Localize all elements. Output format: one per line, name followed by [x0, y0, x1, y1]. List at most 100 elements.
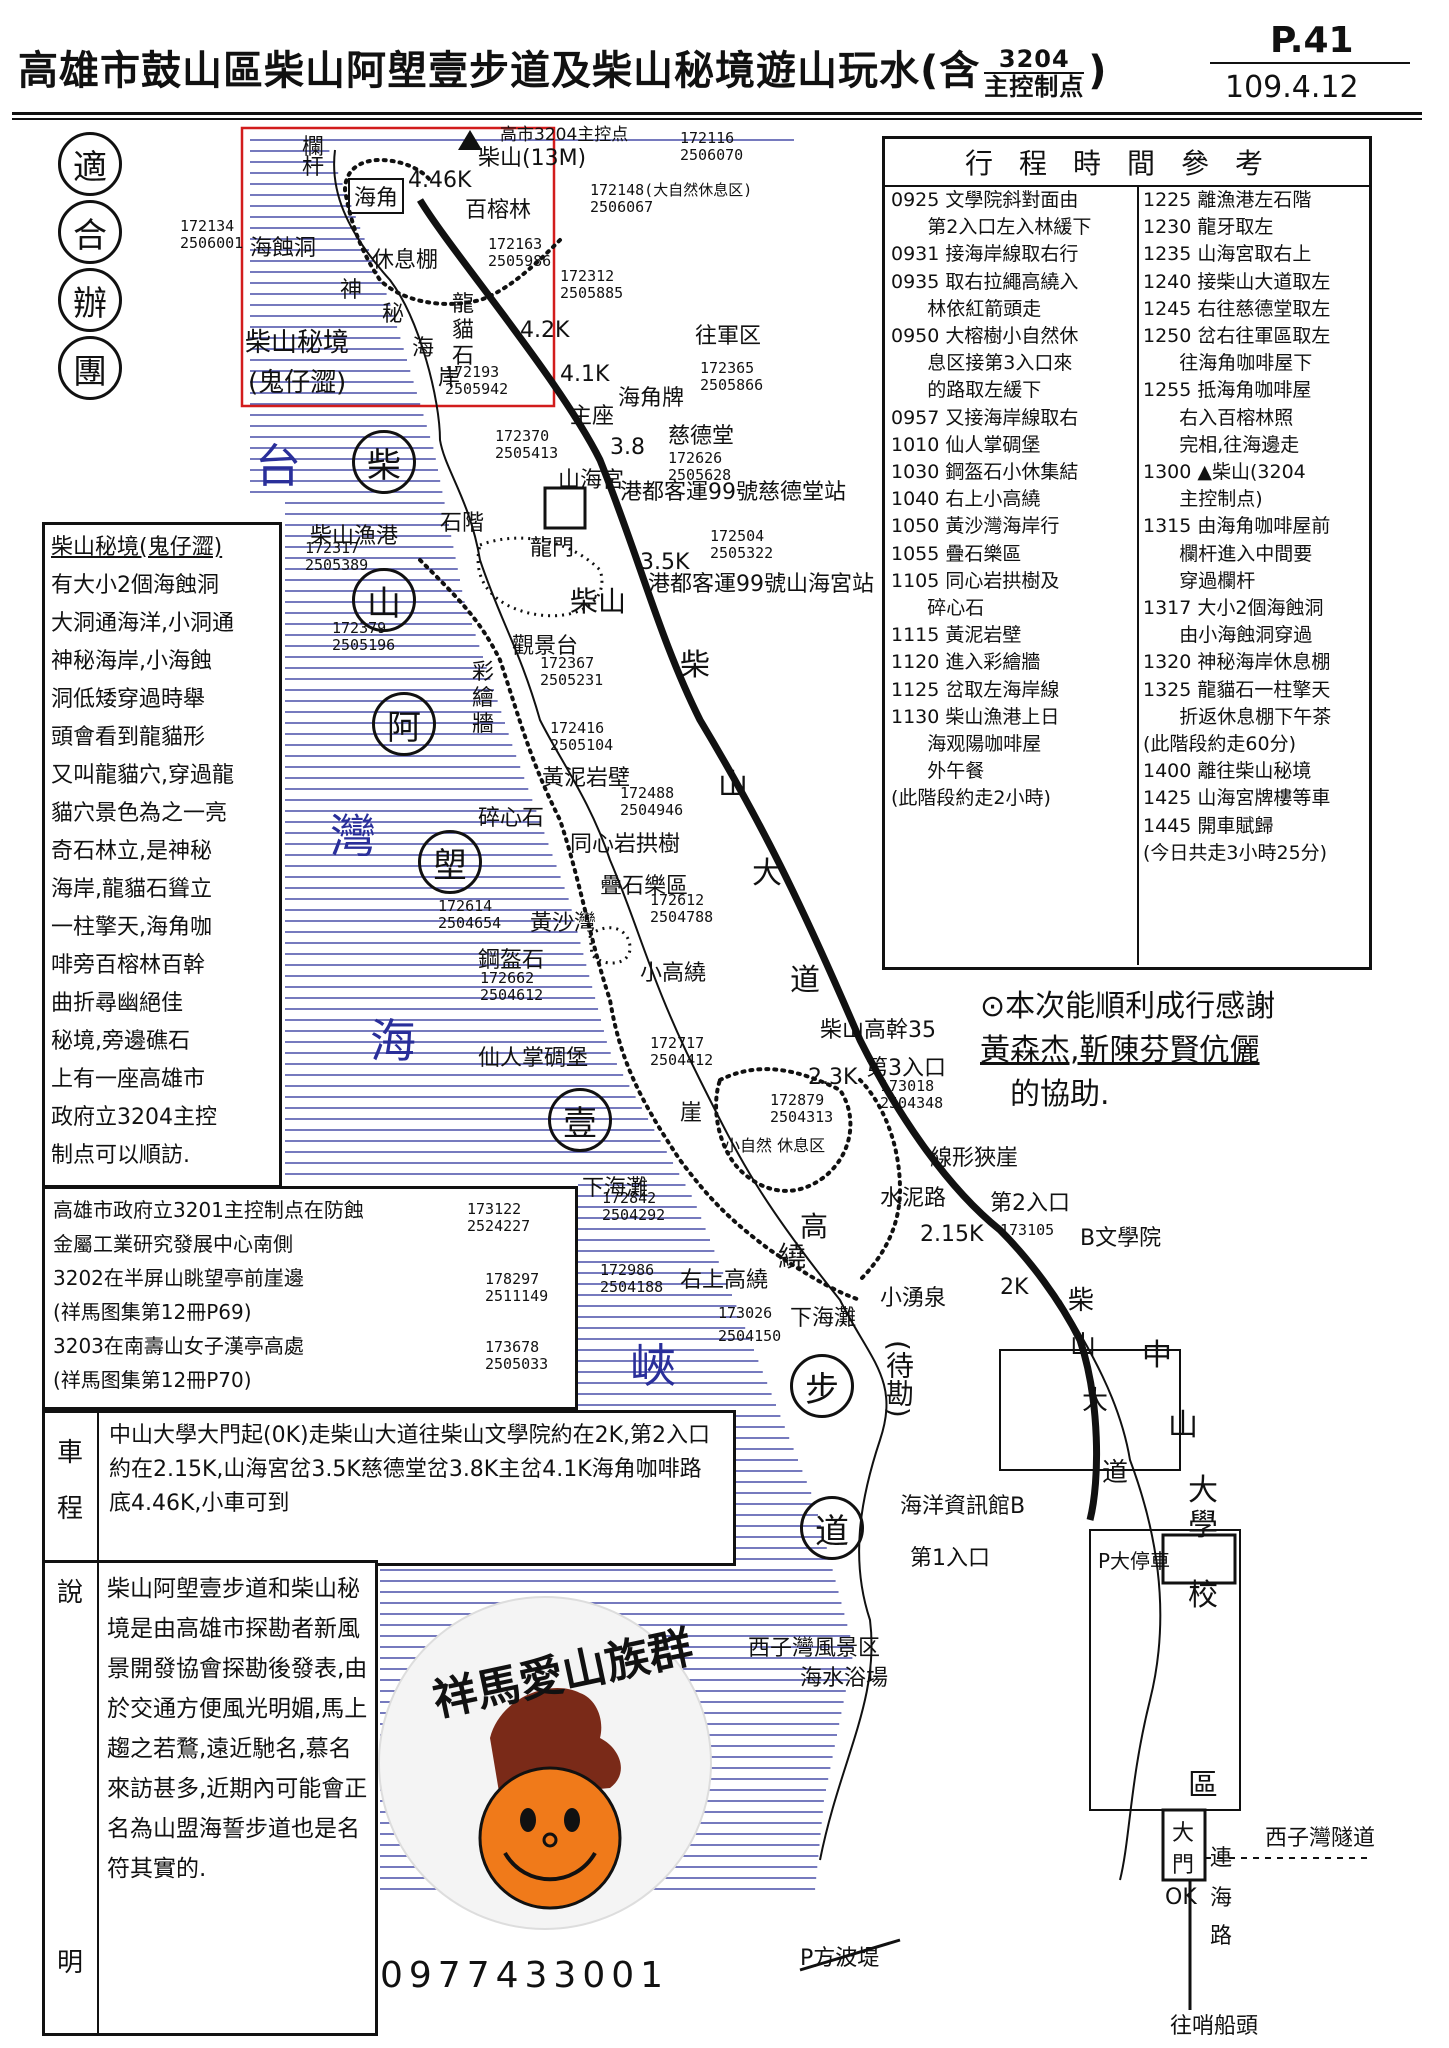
timetable-row: (此階段約走2小時)	[891, 787, 1051, 810]
label-cement-road: 水泥路	[880, 1186, 947, 1211]
secret-line: 一柱擎天,海角咖	[51, 915, 212, 940]
campus-label: 山	[1168, 1408, 1198, 1443]
horse-head-icon	[490, 1688, 621, 1798]
secret-line: 貓穴景色為之一亮	[51, 801, 228, 826]
coord: 172370 2505413	[495, 427, 559, 462]
route-name-char: 柴	[352, 430, 416, 494]
coord: 172986	[600, 1261, 655, 1279]
breakwater	[799, 1938, 901, 1972]
club-logo: 祥馬愛山族群	[378, 1596, 712, 1930]
label-2k: 2K	[1000, 1275, 1029, 1300]
label-4-1k: 4.1K	[560, 362, 610, 387]
east-bank	[1059, 1299, 1162, 1881]
title-rule	[12, 112, 1422, 115]
campus-outline	[999, 1349, 1181, 1471]
label-longmao: 龍貓石	[452, 292, 475, 369]
chaishan-road	[416, 198, 1101, 1521]
coord: 173122 2524227	[467, 1200, 531, 1235]
route-name-char: 阿	[372, 692, 436, 756]
label-broken-heart: 碎心石	[478, 806, 545, 831]
label-small-rest: 小自然 休息区	[724, 1136, 826, 1155]
strait-label: 灣	[330, 809, 376, 863]
label-distance: 4.46K	[408, 168, 472, 193]
label-secret: 柴山秘境	[245, 328, 350, 358]
label-tunnel: 西子灣隧道	[1265, 1826, 1376, 1851]
badge-char: 適	[58, 132, 122, 196]
label-shaochuan: 往哨船頭	[1170, 2014, 1259, 2039]
secret-line: 神秘海岸,小海蝕	[51, 649, 212, 674]
coord: 172879 2504313	[770, 1091, 834, 1126]
thanks-line: 黃森杰,靳陳芬賢伉儷	[980, 1033, 1260, 1068]
high-loop-trail	[714, 1067, 853, 1193]
timetable-row: 1230 龍牙取左	[1143, 216, 1274, 239]
coord: 172842 2504292	[602, 1189, 666, 1224]
smiley-face-icon	[478, 1766, 622, 1910]
timetable-heading: 行程時間參考	[885, 139, 1369, 187]
timetable-row: 息区接第3入口來	[891, 352, 1073, 375]
label-narrow-cliff: 線形狹崖	[930, 1146, 1019, 1171]
timetable-row: 1105 同心岩拱樹及	[891, 569, 1060, 592]
timetable-row: 1250 岔右往軍區取左	[1143, 325, 1331, 348]
timetable-row: 1315 由海角咖啡屋前	[1143, 515, 1331, 538]
coord: 172614 2504654	[438, 897, 502, 932]
entry2-trail	[858, 1078, 903, 1282]
label-shen: 神	[340, 278, 363, 303]
label-3-8: 3.8	[610, 435, 645, 460]
secret-line: 有大小2個海蝕洞	[51, 573, 219, 598]
coastal-trail	[418, 558, 862, 1302]
timetable-divider	[1137, 185, 1139, 965]
secret-line: 大洞通海洋,小洞通	[51, 611, 234, 636]
route-name-char: 步	[790, 1354, 854, 1418]
campus-label: 學	[1188, 1508, 1218, 1543]
label-cafe: 海角	[348, 178, 405, 214]
secret-line: 海岸,龍貓石聳立	[51, 877, 212, 902]
route-name-char: 道	[800, 1496, 864, 1560]
campus-label: 大	[1188, 1473, 1218, 1508]
drive-text: 中山大學大門起(0K)走柴山大道往柴山文學院約在2K,第2入口約在2.15K,山…	[109, 1423, 711, 1516]
page-date: 109.4.12	[1225, 70, 1359, 105]
label-pending: (待勘)	[882, 1340, 915, 1418]
label-rest-shed: 休息棚	[372, 248, 439, 273]
coord: 173018 2504348	[880, 1077, 944, 1112]
secret-line: 制点可以順訪.	[51, 1143, 190, 1168]
timetable-row: 折返休息棚下午茶	[1143, 705, 1332, 728]
timetable-row: 1010 仙人掌碉堡	[891, 433, 1041, 456]
coord: 2504188	[600, 1278, 664, 1296]
label-mi: 秘	[382, 302, 405, 327]
coord: 173678 2505033	[485, 1338, 549, 1373]
coord: 172116 2506070	[680, 129, 744, 164]
timetable-row: 林依紅箭頭走	[891, 297, 1042, 320]
timetable-row: 碎心石	[891, 597, 985, 620]
label-chaishan: 柴山	[570, 585, 627, 618]
label-hai-2: 海	[1210, 1886, 1233, 1911]
route-name-char: 壹	[548, 1088, 612, 1152]
coord: 172488 2504946	[620, 784, 684, 819]
secret-line: 秘境,旁邊礁石	[51, 1029, 190, 1054]
explain-box: 說 明 柴山阿塱壹步道和柴山秘境是由高雄市探勘者新風景開發協會探勘後發表,由於交…	[42, 1560, 378, 2036]
timetable-row: 1030 鋼盔石小休集結	[891, 461, 1079, 484]
summit-triangle	[458, 130, 482, 150]
label-railing: 欄杆	[302, 135, 325, 180]
secret-description-box: 柴山秘境(鬼仔澀)有大小2個海蝕洞大洞通海洋,小洞通神秘海岸,小海蝕洞低矮穿過時…	[42, 522, 282, 1188]
coord: 172317 2505389	[305, 539, 369, 574]
timetable-row: 1055 疊石樂區	[891, 542, 1022, 565]
timetable-row: 1235 山海宮取右上	[1143, 243, 1312, 266]
coord: 172504 2505322	[710, 527, 774, 562]
timetable-row: (此階段約走60分)	[1143, 733, 1297, 756]
road-label-2: 大	[1082, 1386, 1109, 1416]
label-cactus-fort: 仙人掌碉堡	[478, 1046, 589, 1071]
coord: 173026	[718, 1304, 773, 1322]
label-detour: 繞	[778, 1240, 807, 1273]
label-tongxin: 同心岩拱樹	[570, 832, 681, 857]
explain-label: 明	[57, 1948, 84, 1978]
title-sub: 主控制点	[984, 73, 1085, 101]
label-main-gate: 大門	[1171, 1821, 1194, 1878]
secret-line: 奇石林立,是神秘	[51, 839, 212, 864]
badge-char: 團	[58, 336, 122, 400]
coord: 172626 2505628	[668, 449, 732, 484]
label-summit: 柴山(13M)	[478, 146, 587, 171]
secret-line: 啡旁百榕林百幹	[51, 953, 206, 978]
logo-graphic	[478, 1688, 622, 1910]
